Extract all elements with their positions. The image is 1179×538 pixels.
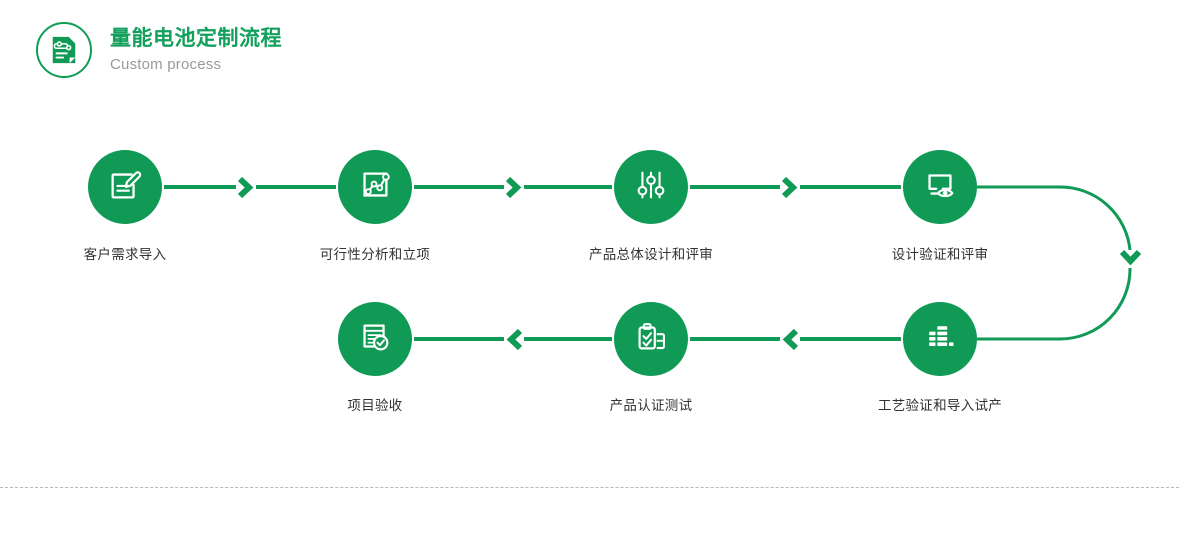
flow-step-5[interactable]: [903, 302, 977, 376]
flow-step-7[interactable]: [338, 302, 412, 376]
monitor-eye-icon: [921, 166, 959, 209]
flow-step-6[interactable]: [614, 302, 688, 376]
bar-blocks-icon: [922, 319, 958, 360]
document-pencil-icon: [106, 166, 144, 209]
flow-step-4-label: 设计验证和评审: [891, 247, 989, 262]
flow-step-1-label: 客户需求导入: [83, 247, 167, 262]
flow-step-2[interactable]: [338, 150, 412, 224]
line-chart-icon: [356, 166, 394, 209]
chevron-right-icon-1: [237, 176, 254, 199]
flow-step-2-label: 可行性分析和立项: [319, 247, 431, 262]
flow-step-7-label: 项目验收: [347, 398, 403, 413]
flow-step-1[interactable]: [88, 150, 162, 224]
sliders-icon: [632, 166, 670, 209]
header-text-block: 量能电池定制流程 Custom process: [110, 26, 282, 74]
flow-step-5-label: 工艺验证和导入试产: [877, 398, 1003, 413]
turnaround-curve-bottom: [977, 267, 1132, 341]
flow-step-3[interactable]: [614, 150, 688, 224]
clipboard-check-icon: [632, 318, 670, 361]
page-title: 量能电池定制流程: [110, 26, 282, 50]
chevron-down-icon-4: [1119, 249, 1142, 266]
chevron-right-icon-3: [781, 176, 798, 199]
process-document-icon: [36, 22, 92, 78]
turnaround-curve-top: [977, 185, 1132, 251]
flow-step-4[interactable]: [903, 150, 977, 224]
footer-dashed-divider: [0, 487, 1179, 488]
document-check-icon: [356, 318, 394, 361]
chevron-left-icon-5: [782, 328, 799, 351]
chevron-right-icon-2: [505, 176, 522, 199]
chevron-left-icon-6: [506, 328, 523, 351]
page-subtitle: Custom process: [110, 56, 222, 74]
flow-step-3-label: 产品总体设计和评审: [588, 247, 714, 262]
flow-step-6-label: 产品认证测试: [609, 398, 693, 413]
section-header: 量能电池定制流程 Custom process: [36, 22, 282, 78]
